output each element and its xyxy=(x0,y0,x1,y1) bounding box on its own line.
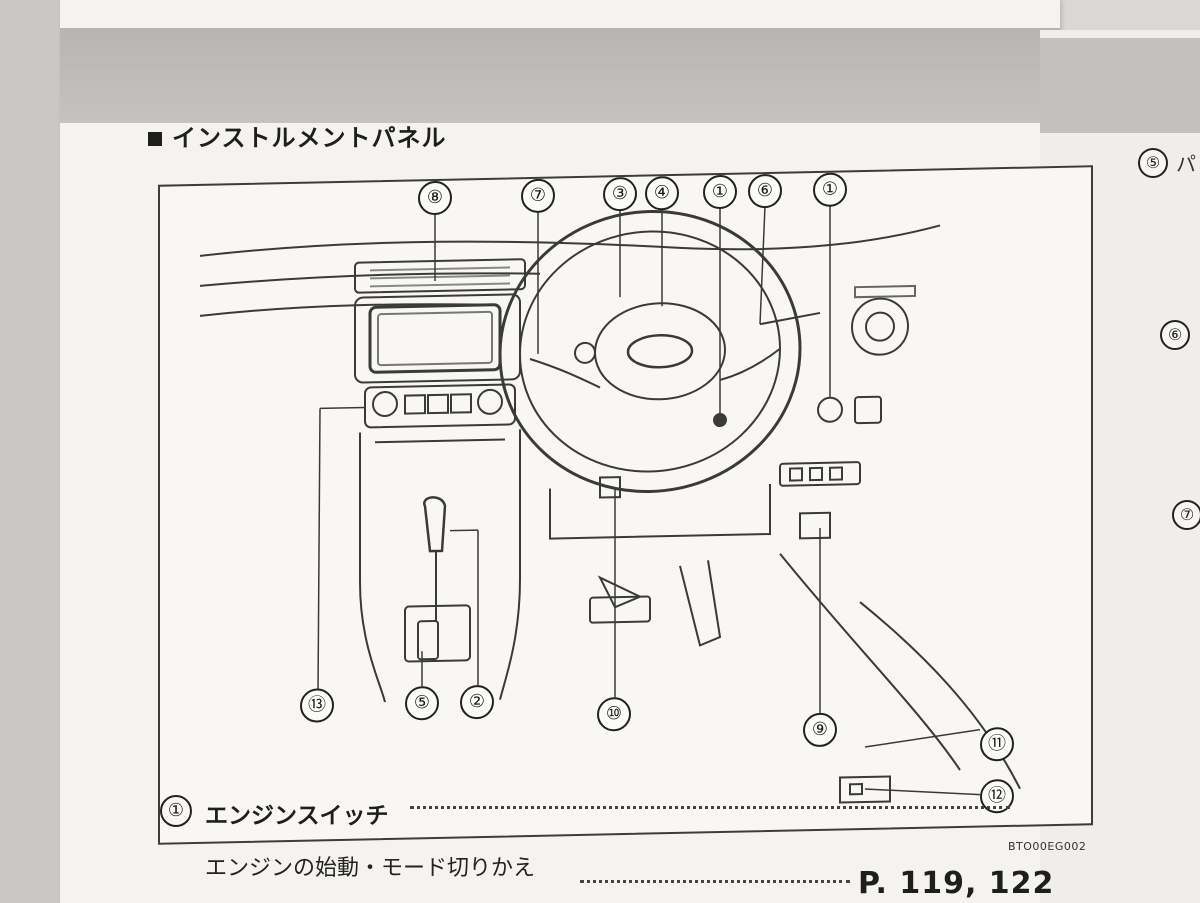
right-item-7-number: ⑦ xyxy=(1172,500,1200,530)
right-header-band xyxy=(1040,38,1200,133)
right-item-6-number: ⑥ xyxy=(1160,320,1190,350)
figure-code: BTO00EG002 xyxy=(1008,840,1087,853)
item-1-description: エンジンの始動・モード切りかえ xyxy=(205,856,536,881)
header-band xyxy=(60,28,1060,123)
item-1-page-reference: P. 119, 122 xyxy=(858,866,1055,901)
instrument-panel-figure: ⑧ ⑦ ③ ④ ① ⑥ ① ⑬ ⑤ ② ⑩ ⑨ ⑪ ⑫ xyxy=(158,165,1093,845)
section-square-icon xyxy=(148,132,162,146)
right-item-5-number: ⑤ xyxy=(1138,148,1168,178)
right-item-5-text: パ xyxy=(1176,152,1196,176)
section-title: インストルメントパネル xyxy=(148,118,447,153)
item-1-number: ① xyxy=(160,795,192,827)
item-1-leader-dots xyxy=(410,806,1010,809)
instrument-panel-drawing xyxy=(199,204,1021,804)
left-background xyxy=(0,0,60,903)
item-1-title: エンジンスイッチ xyxy=(205,803,389,829)
item-1-description-leader-dots xyxy=(580,880,850,883)
